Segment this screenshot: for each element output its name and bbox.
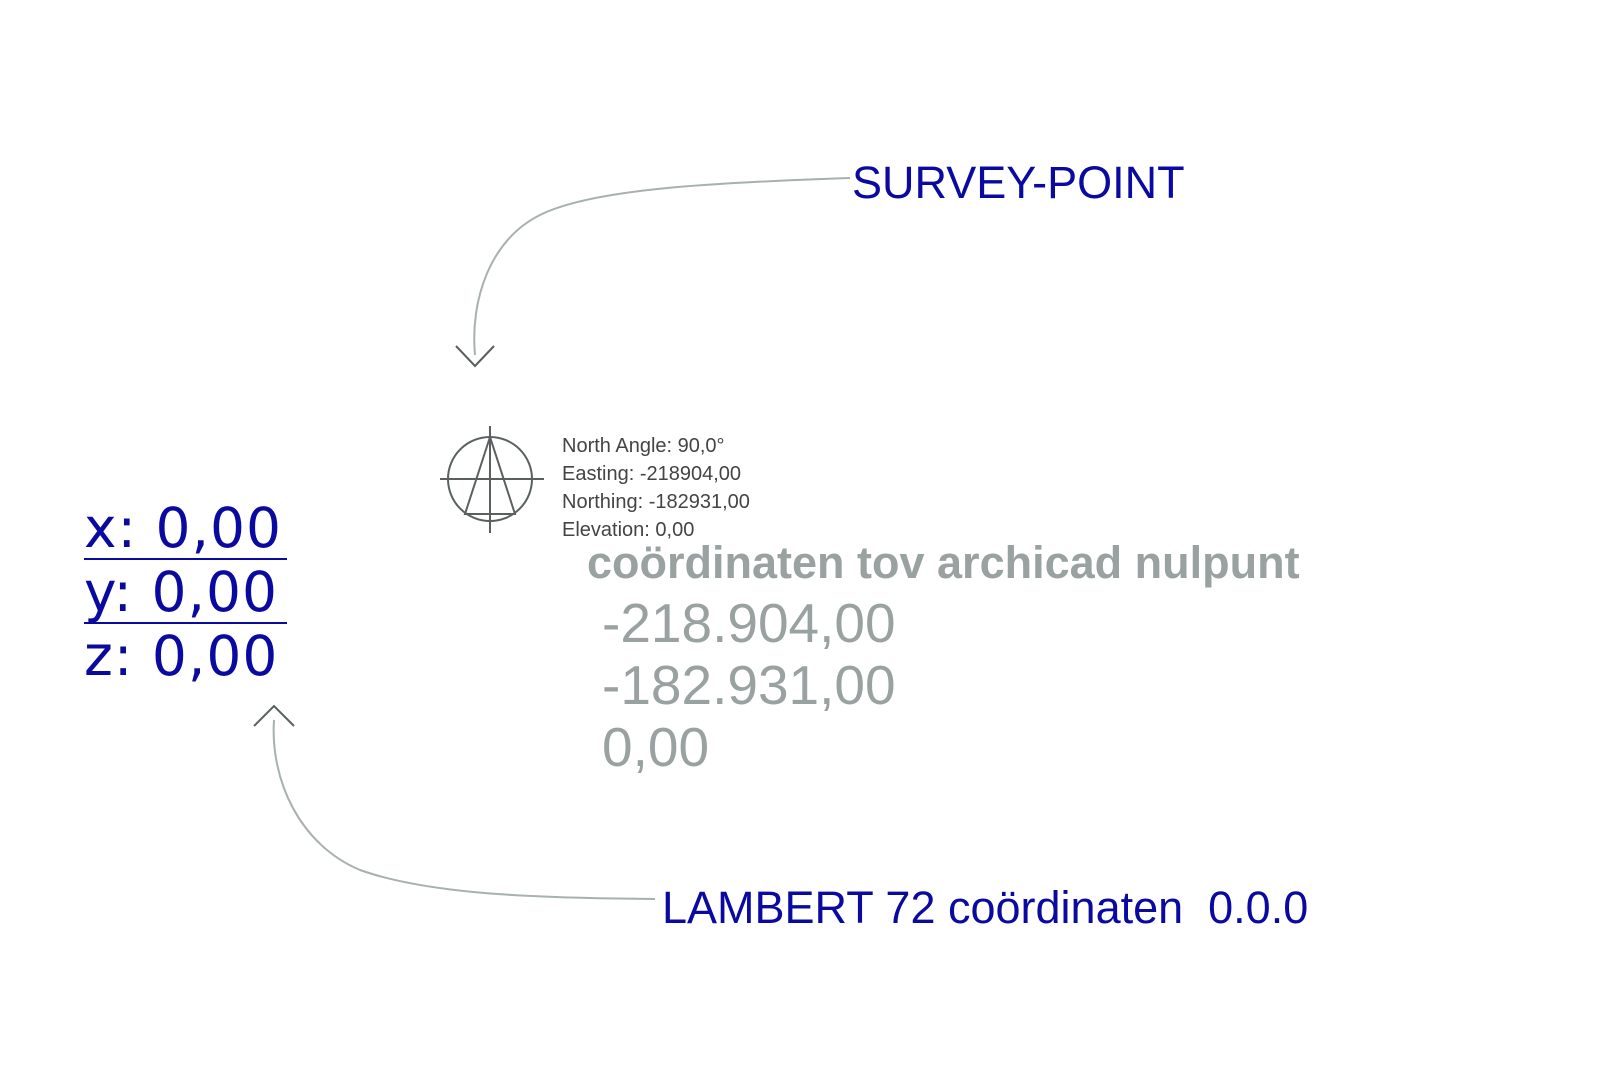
north-angle-text: North Angle: 90,0° <box>562 435 725 457</box>
easting-text: Easting: -218904,00 <box>562 463 742 485</box>
archicad-coordinates-title: coördinaten tov archicad nulpunt <box>587 537 1300 588</box>
northing-text: Northing: -182931,00 <box>562 491 750 513</box>
survey-point-arrow-line <box>473 177 851 356</box>
survey-point-arrow-head <box>455 345 495 368</box>
coordinate-y: y: 0,00 <box>84 560 287 624</box>
survey-point-label: SURVEY-POINT <box>852 157 1185 208</box>
archicad-coordinate-values: -218.904,00 -182.931,00 0,00 <box>602 592 896 778</box>
elevation-text: Elevation: 0,00 <box>562 519 695 541</box>
lambert-label: LAMBERT 72 coördinaten 0.0.0 <box>662 882 1309 933</box>
project-origin-coordinates: x: 0,00 y: 0,00 z: 0,00 <box>84 496 314 688</box>
lambert-arrow-line <box>272 719 656 900</box>
survey-point-north-icon <box>440 426 544 533</box>
archicad-northing-value: -182.931,00 <box>602 654 896 716</box>
archicad-elevation-value: 0,00 <box>602 716 710 778</box>
lambert-arrow-head <box>253 704 295 727</box>
archicad-easting-value: -218.904,00 <box>602 592 896 654</box>
survey-point-info: North Angle: 90,0° Easting: -218904,00 N… <box>562 432 750 544</box>
coordinate-x: x: 0,00 <box>84 496 287 560</box>
coordinate-z: z: 0,00 <box>84 624 279 688</box>
